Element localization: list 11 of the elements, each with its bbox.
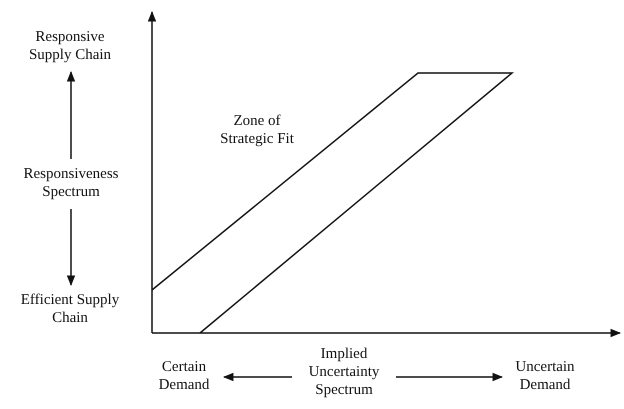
arrow [66, 209, 76, 286]
axis-label: Uncertain Demand [508, 358, 582, 396]
zone-label: Zone of Strategic Fit [219, 112, 295, 148]
arrow [66, 70, 76, 159]
axis-label: Certain Demand [150, 358, 218, 396]
arrow [222, 372, 292, 382]
arrow [396, 372, 504, 382]
axis-label: Efficient Supply Chain [20, 291, 120, 329]
axis-label: Implied Uncertainty Spectrum [298, 345, 390, 401]
axis-label: Responsiveness Spectrum [4, 165, 138, 203]
axis-label: Responsive Supply Chain [20, 28, 120, 66]
